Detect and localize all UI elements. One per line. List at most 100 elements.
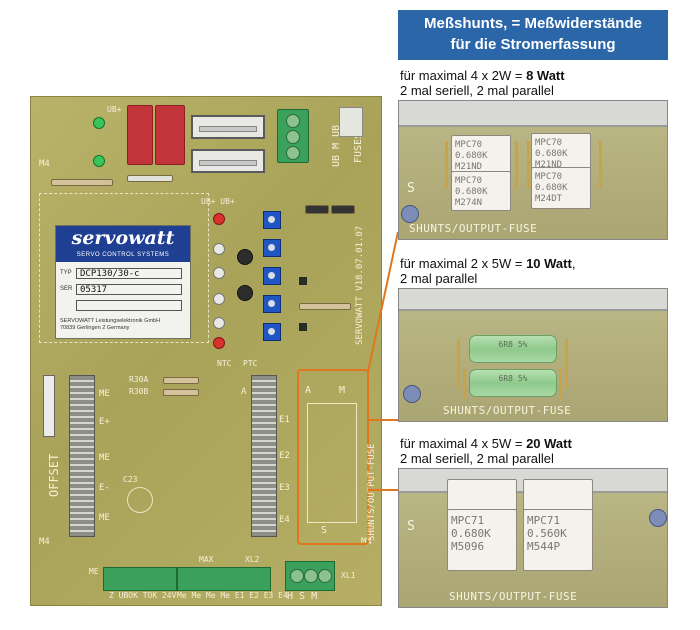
caption-text: 2 mal seriell, 2 mal parallel bbox=[400, 83, 554, 98]
white-led bbox=[213, 317, 225, 329]
resistor-mpc71: MPC71 0.680K M5096 bbox=[447, 509, 517, 571]
panel-caption: für maximal 4 x 5W = 20 Watt bbox=[400, 436, 572, 451]
silk-me: ME bbox=[99, 513, 110, 523]
resistor-mpc71 bbox=[523, 479, 593, 513]
resistor-marking: 6R8 5% bbox=[498, 340, 528, 349]
resistor-6r8: 6R8 5% bbox=[469, 335, 557, 363]
resistor-leg bbox=[515, 141, 518, 189]
silk-a: A bbox=[305, 385, 312, 396]
silk-s: S bbox=[407, 519, 415, 534]
silk-xl1: XL1 bbox=[341, 571, 356, 580]
fuse-holder bbox=[191, 115, 265, 139]
caption-text: für maximal 4 x 5W = bbox=[400, 436, 527, 451]
caption-text: 2 mal seriell, 2 mal parallel bbox=[400, 451, 554, 466]
crystal bbox=[43, 375, 55, 437]
resistor-leg bbox=[457, 339, 460, 389]
silk-ntc: NTC bbox=[217, 359, 232, 368]
resistor-6r8: 6R8 5% bbox=[469, 369, 557, 397]
panel-caption: für maximal 4 x 2W = 8 Watt bbox=[400, 68, 565, 83]
transistor bbox=[299, 323, 307, 331]
terminal-screw bbox=[286, 130, 300, 144]
resistor-mpc71 bbox=[447, 479, 517, 513]
resistor-marking: MPC70 0.680K M24DT bbox=[535, 172, 568, 204]
servowatt-logo: servowatt bbox=[71, 227, 175, 249]
shunt-photo-8w: S MPC70 0.680K M21ND MPC70 0.680K M274N … bbox=[398, 100, 668, 240]
label-subtitle: SERVO CONTROL SYSTEMS bbox=[76, 252, 170, 258]
silk-r30b: R30B bbox=[129, 387, 149, 396]
resistor-marking: MPC70 0.680K M274N bbox=[455, 176, 488, 208]
silk-me: ME bbox=[89, 567, 99, 576]
pin-header-right bbox=[251, 375, 277, 537]
electrolytic-capacitor bbox=[237, 285, 253, 301]
power-terminal bbox=[277, 109, 309, 163]
white-led bbox=[213, 267, 225, 279]
silk-me: ME bbox=[99, 389, 110, 399]
resistor-marking: MPC71 0.560K M544P bbox=[527, 514, 567, 553]
caption-text: , bbox=[571, 256, 576, 271]
heatsink-rail bbox=[399, 101, 667, 127]
silk-a: A bbox=[241, 387, 247, 397]
resistor-leg bbox=[445, 141, 448, 189]
resistor bbox=[299, 303, 351, 310]
shunt-photo-10w: 6R8 5% 6R8 5% SHUNTS/OUTPUT-FUSE bbox=[398, 288, 668, 422]
silk-s: S bbox=[407, 181, 415, 196]
product-label: servowatt SERVO CONTROL SYSTEMS TYP DCP1… bbox=[55, 225, 191, 339]
label-header: servowatt SERVO CONTROL SYSTEMS bbox=[56, 226, 190, 262]
footer-line: 70839 Gerlingen 2 Germany bbox=[60, 325, 130, 331]
silk-bottom-labels: Me Me Me Me E1 E2 E3 E4 bbox=[177, 591, 288, 600]
signal-terminal-block bbox=[103, 567, 177, 591]
resistor-mpc70: MPC70 0.680K M21ND bbox=[531, 133, 591, 170]
heatsink-rail bbox=[399, 289, 667, 311]
white-led bbox=[213, 243, 225, 255]
white-led bbox=[213, 293, 225, 305]
silk-e2: E2 bbox=[279, 451, 290, 461]
film-capacitor bbox=[127, 105, 153, 165]
screw-washer bbox=[649, 509, 667, 527]
resistor-marking: MPC70 0.680K M21ND bbox=[535, 138, 568, 170]
silk-hsm: H S M bbox=[287, 591, 318, 602]
silk-e4: E4 bbox=[279, 515, 290, 525]
terminal-screw bbox=[318, 569, 332, 583]
terminal-screw bbox=[286, 114, 300, 128]
pin-header-left bbox=[69, 375, 95, 537]
silk-e-plus: E+ bbox=[99, 417, 110, 427]
pcb-board: M4 M4 M4 UB+ UB M UB FUSES UB+ UB+ servo… bbox=[30, 96, 382, 606]
silk-e3: E3 bbox=[279, 483, 290, 493]
fuse-holder bbox=[191, 149, 265, 173]
caption-text: für maximal 2 x 5W = bbox=[400, 256, 527, 271]
trim-potentiometer bbox=[263, 267, 281, 285]
motor-terminal-block bbox=[285, 561, 335, 591]
callout-line bbox=[367, 231, 399, 373]
shunt-photo-20w: S MPC71 0.680K M5096 MPC71 0.560K M544P … bbox=[398, 468, 668, 608]
label-footer: SERVOWATT Leistungselektronik GmbH 70839… bbox=[60, 318, 160, 332]
title-line: für die Stromerfassung bbox=[450, 36, 616, 53]
silk-r30a: R30A bbox=[129, 375, 149, 384]
resistor-leg bbox=[527, 141, 530, 189]
silk-e-minus: E- bbox=[99, 483, 110, 493]
shunt-area-highlight: A M S bbox=[297, 369, 369, 545]
silk-ub-plus: UB+ bbox=[107, 105, 122, 114]
red-led bbox=[213, 337, 225, 349]
mounting-hole-label: M4 bbox=[39, 159, 50, 169]
silk-me: ME bbox=[99, 453, 110, 463]
blank-field bbox=[76, 300, 182, 311]
resistor-marking: MPC70 0.680K M21ND bbox=[455, 140, 488, 172]
label-outline bbox=[39, 193, 209, 343]
silk-c23: C23 bbox=[123, 475, 138, 484]
trim-potentiometer bbox=[263, 211, 281, 229]
shunt-footprint bbox=[307, 403, 357, 523]
panel-caption: für maximal 2 x 5W = 10 Watt, bbox=[400, 256, 575, 271]
film-capacitor bbox=[155, 105, 185, 165]
silk-ub-labels: UB+ UB+ bbox=[201, 197, 235, 206]
silk-bottom-labels: Z UBOK TOK 24V bbox=[109, 591, 177, 600]
trim-potentiometer bbox=[263, 239, 281, 257]
screw-washer bbox=[401, 205, 419, 223]
resistor bbox=[163, 389, 199, 396]
status-led bbox=[93, 117, 105, 129]
silk-s: S bbox=[321, 525, 328, 536]
photo-silk-label: SHUNTS/OUTPUT-FUSE bbox=[409, 222, 538, 235]
red-led bbox=[213, 213, 225, 225]
diode bbox=[305, 205, 329, 214]
terminal-screw bbox=[304, 569, 318, 583]
mounting-hole-label: M4 bbox=[39, 537, 50, 547]
